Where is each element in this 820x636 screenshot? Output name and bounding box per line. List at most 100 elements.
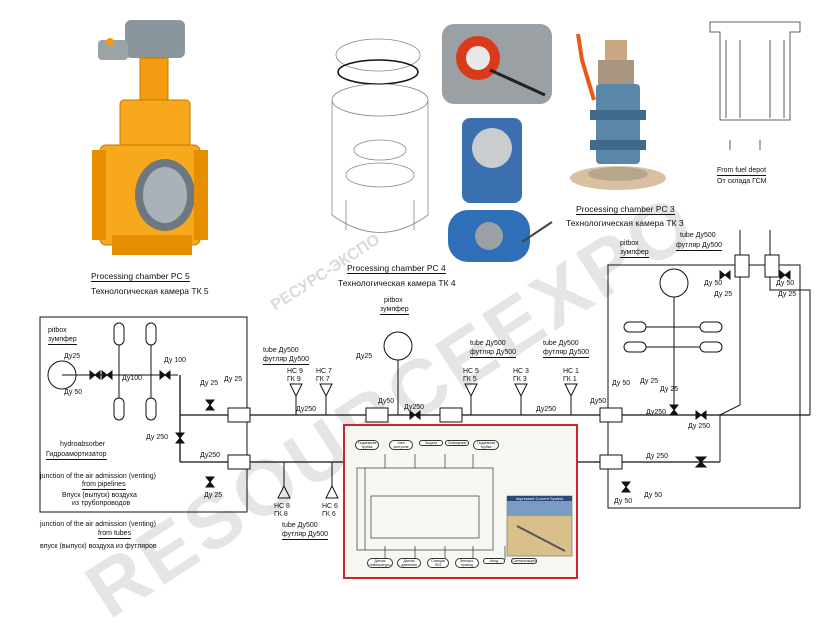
junction-pipelines-ru2: из трубопроводов (72, 500, 131, 507)
inset-node-2: Узел контроля (389, 440, 413, 450)
pc3-chamber-box (607, 264, 801, 509)
label-hs6: НС 6 (322, 503, 338, 510)
pitbox-right-en: pitbox (620, 240, 639, 247)
inset-node-7: Датчик давления (397, 558, 421, 568)
inset-node-3: Защита (419, 440, 443, 446)
pitbox-right-ru: зумпфер (620, 249, 649, 258)
label-du50-center: Ду50 (378, 398, 395, 405)
illustrations-layer (92, 20, 801, 262)
tube-sleeve-8 (764, 254, 780, 278)
nozzle-stands-top (289, 383, 578, 415)
tube-du500-ru-5: футляр Ду500 (676, 242, 723, 251)
label-du-250-r2: Ду 250 (688, 423, 711, 430)
inset-node-8: Станция ЭХЗ (427, 558, 449, 568)
junction-tubes-en1: junction of the air admission (venting) (40, 521, 156, 528)
tube-du500-en-2: tube Ду500 (470, 340, 506, 347)
label-du25-c: Ду 25 (204, 492, 223, 499)
tube-du500-ru-4: футляр Ду500 (282, 531, 329, 540)
label-du250-pipe-lower-left: Ду250 (200, 452, 221, 459)
pitbox-center-ru: зумпфер (380, 306, 409, 315)
inset-node-10: Анод (483, 558, 505, 564)
junction-tubes-en2: from tubes (98, 530, 132, 539)
label-du25-b: Ду 25 (224, 376, 243, 383)
label-gk3: ГК 3 (513, 376, 527, 383)
label-du25-r3: Ду 25 (640, 378, 659, 385)
label-hs8: НС 8 (274, 503, 290, 510)
label-gk6: ГК 6 (322, 511, 336, 518)
valve-assembly-pc3-image (570, 33, 666, 190)
pitbox-center-en: pitbox (384, 297, 403, 304)
tube-sleeve-1 (227, 407, 251, 423)
tube-sleeve-5 (599, 407, 623, 423)
pipeline-schematic (39, 230, 811, 513)
label-du25-r2: Ду 25 (778, 291, 797, 298)
inset-node-9: Электро-привод (455, 558, 479, 568)
tube-du500-en-3: tube Ду500 (543, 340, 579, 347)
pitbox-left-ru: зумпфер (48, 336, 77, 345)
tube-du500-en-1: tube Ду500 (263, 347, 299, 354)
tube-du500-ru-3: футляр Ду500 (543, 349, 590, 358)
tube-du500-en-4: tube Ду500 (282, 522, 318, 529)
label-du250-mid: Ду250 (536, 406, 557, 413)
caption-pc4-en: Processing chamber PC 4 (347, 263, 446, 274)
tube-sleeve-6 (599, 454, 623, 470)
caption-pc4-ru: Технологическая камера ТК 4 (338, 278, 456, 288)
hydroabsorber-tanks (113, 322, 157, 421)
caption-pc3-en: Processing chamber PC 3 (576, 204, 675, 215)
hydroabsorber-ru: Гидроамортизатор (46, 451, 107, 460)
impressed-current-inset: Подземная трубка Узел контроля Защита Ос… (343, 424, 578, 579)
label-du250-pipe-upper: Ду250 (296, 406, 317, 413)
valve-symbols (89, 269, 791, 493)
inset-node-1: Подземная трубка (355, 440, 379, 450)
label-du250-r1: Ду250 (646, 409, 667, 416)
label-gk7: ГК 7 (316, 376, 330, 383)
label-du-100-left: Ду 100 (164, 357, 187, 364)
junction-pipelines-en2: from pipelines (82, 481, 126, 490)
fuel-depot-ru: От склада ГСМ (717, 178, 767, 185)
caption-pc3-ru: Технологическая камера ТК 3 (566, 218, 684, 228)
pitbox-center (383, 331, 413, 361)
tube-du500-en-5: tube Ду500 (680, 232, 716, 239)
label-du50-r5: Ду 50 (644, 492, 663, 499)
label-du250-left: Ду 250 (146, 434, 169, 441)
pitbox-left-en: pitbox (48, 327, 67, 334)
inset-node-4: Освещение (445, 440, 469, 446)
label-du50-r1: Ду 50 (704, 280, 723, 287)
inset-node-5: Подземная трубка (473, 440, 499, 450)
label-du25-r4: Ду 25 (660, 386, 679, 393)
label-gk9: ГК 9 (287, 376, 301, 383)
tube-sleeve-2 (227, 454, 251, 470)
junction-tubes-ru: впуск (выпуск) воздуха из футляров (40, 543, 157, 550)
label-hs1: НС 1 (563, 368, 579, 375)
inset-node-11: Сигнализация (511, 558, 537, 564)
caption-pc5-en: Processing chamber PC 5 (91, 271, 190, 282)
tube-sleeve-7 (734, 254, 750, 278)
inset-wiring (356, 454, 573, 560)
tube-sleeve-3 (365, 407, 389, 423)
label-du100-left: Ду100 (122, 375, 143, 382)
fuel-depot-en: From fuel depot (717, 167, 767, 176)
hydroabsorber-tanks-right (623, 321, 723, 353)
pitbox-right (659, 268, 689, 298)
component-photos-pc4 (442, 24, 553, 262)
inset-node-6: Датчик температуры (367, 558, 393, 568)
label-du25-r1: Ду 25 (714, 291, 733, 298)
label-gk8: ГК 8 (274, 511, 288, 518)
label-du-250-r3: Ду 250 (646, 453, 669, 460)
label-hs3: НС 3 (513, 368, 529, 375)
tube-du500-ru-2: футляр Ду500 (470, 349, 517, 358)
label-gk1: ГК 1 (563, 376, 577, 383)
label-hs5: НС 5 (463, 368, 479, 375)
label-du50-r4: Ду 50 (614, 498, 633, 505)
gate-valve-pc5-image (92, 20, 208, 255)
label-du50-r2: Ду 50 (776, 280, 795, 287)
fuel-depot-drawing (709, 21, 801, 150)
label-du250-center: Ду250 (404, 404, 425, 411)
label-du25-left: Ду25 (64, 353, 81, 360)
nozzle-stands-bottom (277, 462, 339, 499)
label-du25-a: Ду 25 (200, 380, 219, 387)
junction-pipelines-ru1: Впуск (выпуск) воздуха (62, 492, 137, 499)
chamber-pc4-sketch (331, 38, 429, 233)
label-du50-left: Ду 50 (64, 389, 83, 396)
tube-sleeve-4 (439, 407, 463, 423)
